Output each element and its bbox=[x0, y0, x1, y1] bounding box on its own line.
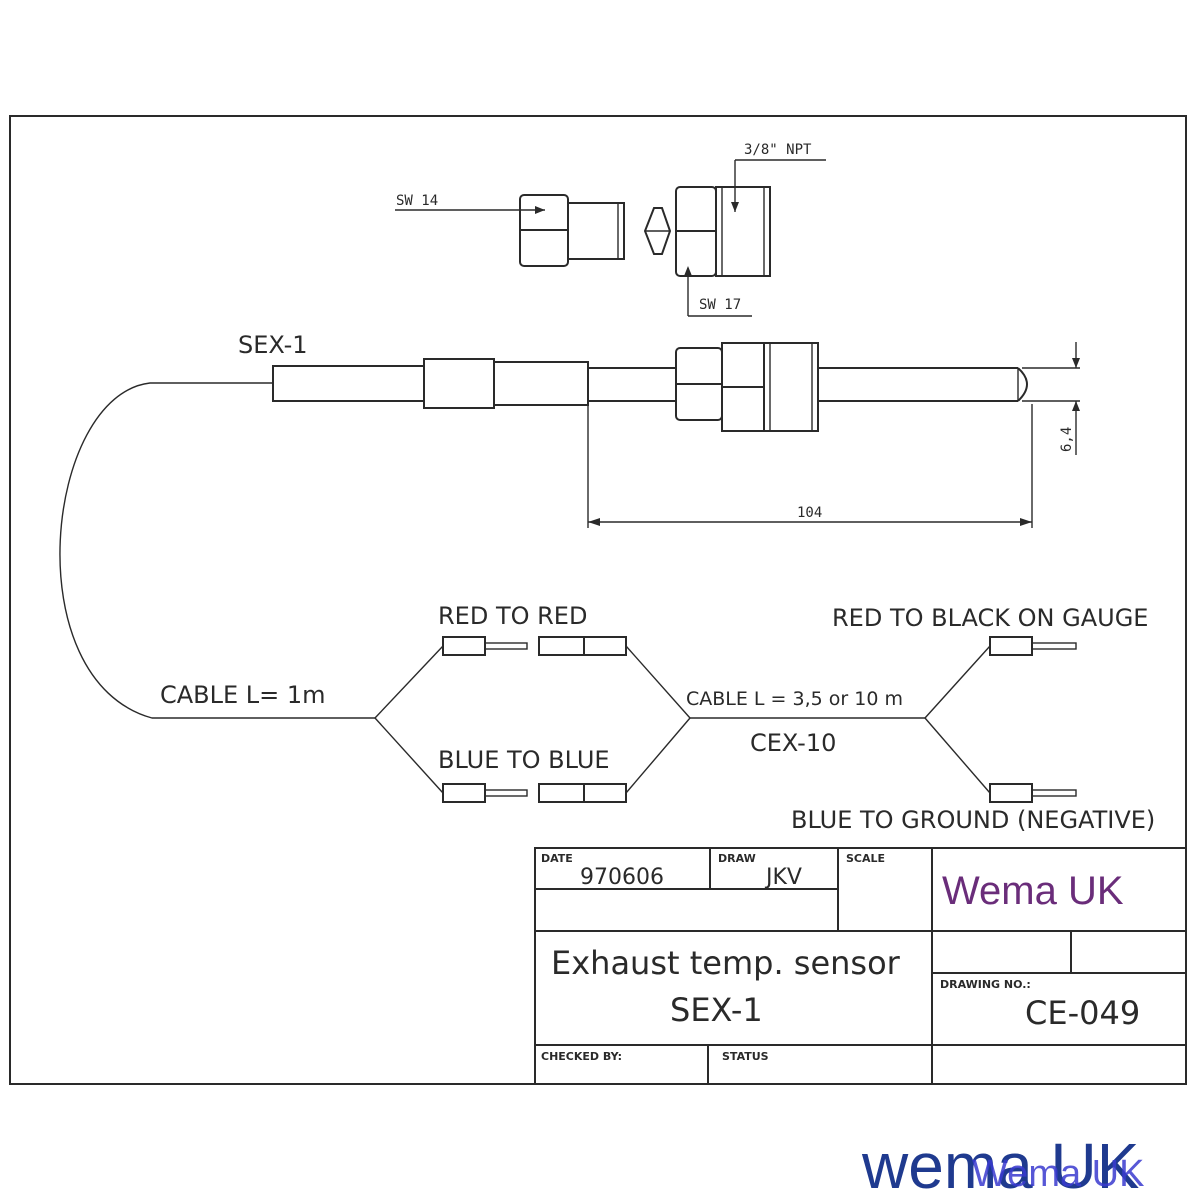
checked-label: CHECKED BY: bbox=[541, 1050, 622, 1063]
label-cex10: CEX-10 bbox=[750, 729, 836, 757]
fitting-sw17 bbox=[675, 186, 771, 277]
company-box bbox=[931, 847, 1187, 932]
connector-blue-left bbox=[442, 783, 528, 803]
draw-label: DRAW bbox=[718, 852, 756, 865]
label-cable-1m: CABLE L= 1m bbox=[160, 681, 326, 709]
date-label: DATE bbox=[541, 852, 573, 865]
connector-gauge-red bbox=[989, 636, 1077, 656]
watermark-big: wema UK bbox=[861, 1130, 1139, 1200]
label-sex1: SEX-1 bbox=[238, 331, 308, 359]
label-red-to-black: RED TO BLACK ON GAUGE bbox=[832, 604, 1148, 632]
connector-red-left bbox=[442, 636, 528, 656]
company-name: Wema UK bbox=[942, 869, 1124, 913]
connector-ground-blue bbox=[989, 783, 1077, 803]
connector-red-right bbox=[538, 636, 627, 656]
drawing-no-value: CE-049 bbox=[1025, 994, 1140, 1032]
label-sw14: SW 14 bbox=[396, 193, 438, 209]
dim-diameter: 6,4 bbox=[1059, 427, 1075, 452]
label-blue-to-ground: BLUE TO GROUND (NEGATIVE) bbox=[791, 806, 1155, 834]
cable-loop bbox=[59, 382, 375, 719]
watermark-small: Wema UK bbox=[972, 1153, 1144, 1195]
label-npt: 3/8" NPT bbox=[744, 142, 812, 158]
ferrule bbox=[643, 207, 672, 255]
label-red-to-red: RED TO RED bbox=[438, 602, 587, 630]
dim-length: 104 bbox=[797, 505, 822, 521]
label-blue-to-blue: BLUE TO BLUE bbox=[438, 746, 610, 774]
scale-label: SCALE bbox=[846, 852, 885, 865]
sensor-body bbox=[272, 342, 1028, 432]
nut-sw14 bbox=[519, 194, 625, 267]
drawing-no-label: DRAWING NO.: bbox=[940, 978, 1031, 991]
label-cable-long: CABLE L = 3,5 or 10 m bbox=[686, 688, 903, 710]
draw-value: JKV bbox=[764, 865, 802, 890]
label-sw17: SW 17 bbox=[699, 297, 741, 313]
date-value: 970606 bbox=[580, 865, 664, 890]
title-line2: SEX-1 bbox=[670, 991, 763, 1029]
title-line1: Exhaust temp. sensor bbox=[551, 944, 901, 982]
connector-blue-right bbox=[538, 783, 627, 803]
status-label: STATUS bbox=[722, 1050, 769, 1063]
drawing-frame bbox=[9, 115, 1187, 1085]
